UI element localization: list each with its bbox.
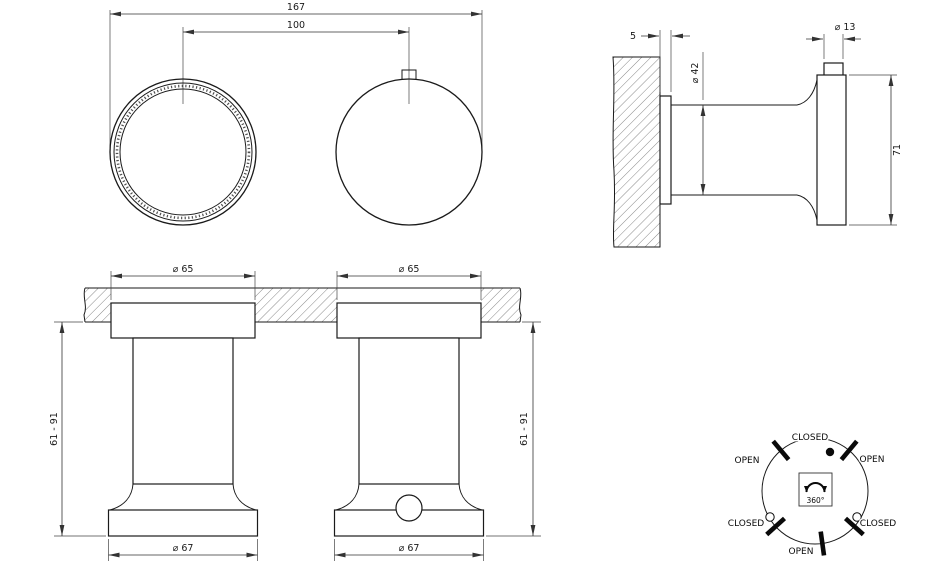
front-view: 167 100 <box>109 1 483 226</box>
position-dot-right <box>852 512 862 522</box>
position-tick-upper-left <box>771 439 791 462</box>
side-view: 5 ⌀ 42 ⌀ 13 71 <box>612 21 905 248</box>
handle-column <box>358 337 460 485</box>
knob-outer-edge <box>109 78 257 226</box>
dim-label-handle-height: 71 <box>892 144 903 156</box>
position-tick-lower-right <box>843 516 865 537</box>
handle-flare-left <box>109 483 134 511</box>
dim-label-right-base-diameter: ⌀ 67 <box>399 543 420 554</box>
handle-column <box>132 337 234 485</box>
handle-body-profile <box>671 62 847 226</box>
rotation-label-upper-left: OPEN <box>735 456 760 466</box>
dimension-right-height-range: 61 - 91 <box>486 321 541 537</box>
elevation-view: ⌀ 65 ⌀ 65 ⌀ 67 ⌀ 67 61 - 91 <box>48 263 541 561</box>
dimension-right-top-diameter: ⌀ 65 <box>336 263 482 300</box>
dim-label-center-distance: 100 <box>287 20 305 31</box>
diverter-button <box>395 494 423 522</box>
rotation-label-lower-left: CLOSED <box>728 519 764 529</box>
right-knob-front <box>335 69 483 226</box>
handle-top-block <box>110 302 256 339</box>
dim-label-right-top-diameter: ⌀ 65 <box>399 264 420 275</box>
left-knob-front <box>109 78 257 226</box>
dim-label-left-base-diameter: ⌀ 67 <box>173 543 194 554</box>
rotation-label-top: CLOSED <box>792 433 828 443</box>
dimension-left-height-range: 61 - 91 <box>48 321 106 537</box>
position-tick-bottom <box>818 531 827 556</box>
indicator-tab <box>401 69 417 80</box>
dim-label-tab-diameter: ⌀ 13 <box>835 22 856 33</box>
rotation-diagram: 360° CLOSED OPEN OPEN CLOSED CLOSED OPEN <box>726 432 897 559</box>
rotation-degrees-label: 360° <box>806 496 824 505</box>
dimension-tab-diameter: ⌀ 13 <box>806 21 861 59</box>
dimension-body-diameter: ⌀ 42 <box>689 52 706 195</box>
dimension-handle-height: 71 <box>849 74 905 226</box>
position-dot-left <box>765 512 775 522</box>
dimension-left-base-diameter: ⌀ 67 <box>108 539 258 561</box>
handle-flare-right <box>232 483 257 511</box>
deck-break-line-right <box>519 287 522 323</box>
dim-label-left-height-range: 61 - 91 <box>49 412 60 446</box>
rotation-label-upper-right: OPEN <box>860 455 885 465</box>
dimension-right-base-diameter: ⌀ 67 <box>334 539 484 561</box>
knob-knurl-band <box>115 84 251 220</box>
position-dot-filled <box>825 447 835 457</box>
knob-ring <box>113 82 253 222</box>
left-handle-elevation <box>107 302 259 537</box>
wall-flange <box>659 95 672 205</box>
knob-disc-profile <box>816 74 847 226</box>
dimension-left-top-diameter: ⌀ 65 <box>110 263 256 300</box>
wall-section <box>612 56 661 248</box>
rotation-label-lower-right: CLOSED <box>860 519 896 529</box>
dim-label-left-top-diameter: ⌀ 65 <box>173 264 194 275</box>
rotation-label-bottom: OPEN <box>789 547 814 557</box>
handle-base <box>107 509 259 537</box>
position-tick-lower-left <box>765 516 787 537</box>
deck-break-line-left <box>83 287 86 323</box>
dimension-center-distance: 100 <box>182 19 410 104</box>
position-tick-upper-right <box>839 439 859 462</box>
right-handle-elevation <box>333 302 485 537</box>
dim-label-right-height-range: 61 - 91 <box>519 412 530 446</box>
handle-top-block <box>336 302 482 339</box>
dim-label-flange-thickness: 5 <box>630 31 636 42</box>
knob-outer-edge <box>335 78 483 226</box>
rotation-arrow-icon <box>804 482 827 493</box>
handle-flare-right <box>458 483 483 511</box>
dim-label-total-width: 167 <box>287 2 305 13</box>
dimension-flange-thickness: 5 <box>628 30 690 92</box>
rotation-dial <box>761 437 869 545</box>
dimension-total-width: 167 <box>109 1 483 148</box>
dim-label-body-diameter: ⌀ 42 <box>690 63 701 84</box>
knob-inner-ring <box>119 88 247 216</box>
handle-flare-left <box>335 483 360 511</box>
